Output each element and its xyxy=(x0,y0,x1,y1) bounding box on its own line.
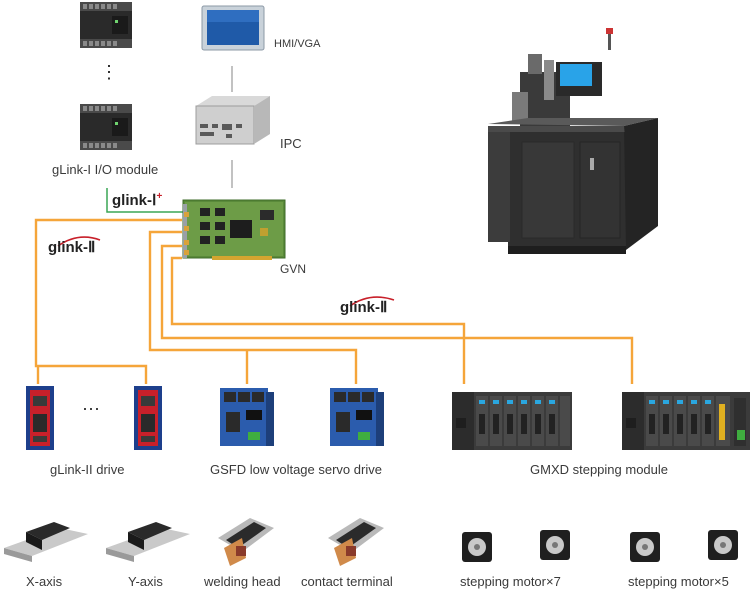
hmi-label: HMI/VGA xyxy=(274,38,321,50)
gvn-label: GVN xyxy=(280,262,307,276)
gmxd-module-1 xyxy=(452,392,572,450)
io-module-bottom xyxy=(80,104,132,150)
glink2-drive-2 xyxy=(134,386,162,450)
io-module-ellipsis: ⋮ xyxy=(100,62,118,82)
io-module-top xyxy=(80,2,132,48)
machine-equipment xyxy=(488,28,658,254)
gvn-card xyxy=(182,199,286,260)
stepper5-label: stepping motor×5 xyxy=(628,574,729,589)
contact-terminal-label: contact terminal xyxy=(301,574,393,589)
y-axis-label: Y-axis xyxy=(128,574,163,589)
glink2-logo-left: glink-Ⅱ xyxy=(48,238,95,256)
gmxd-label: GMXD stepping module xyxy=(530,462,669,477)
glink2-logo-left-numeral: Ⅱ xyxy=(88,239,96,256)
glink2-logo-mid: glink-Ⅱ xyxy=(340,298,387,316)
glink2-logo-left-text: glink- xyxy=(48,239,88,256)
stepper-motor-2 xyxy=(540,530,570,560)
stepper-motor-3 xyxy=(630,532,660,562)
welding-head-label: welding head xyxy=(204,574,281,589)
glink2-logo-mid-text: glink- xyxy=(340,299,380,316)
glink2-logo-mid-numeral: Ⅱ xyxy=(380,299,388,316)
x-axis-actuator xyxy=(4,522,88,562)
y-axis-actuator xyxy=(106,522,190,562)
ipc-box xyxy=(195,96,270,145)
glink2-logo-arc-mid xyxy=(349,296,395,307)
glink2-drive-label: gLink-II drive xyxy=(50,462,125,477)
glink2-drive-1 xyxy=(26,386,54,450)
glink2-logo-arc-left xyxy=(57,236,101,247)
glink2-bus-lines xyxy=(34,218,634,384)
gsfd-label: GSFD low voltage servo drive xyxy=(210,462,382,477)
contact-terminal-device xyxy=(328,518,384,566)
glink1-logo-text: glink- xyxy=(112,192,152,209)
glink1-bus-line xyxy=(106,188,185,213)
gsfd-drive-2 xyxy=(330,388,384,446)
gsfd-drive-1 xyxy=(220,388,274,446)
gmxd-module-2 xyxy=(622,392,750,450)
stepper7-label: stepping motor×7 xyxy=(460,574,561,589)
drive-ellipsis: ··· xyxy=(82,398,100,418)
glink1-logo: glink-Ⅰ+ xyxy=(112,191,163,209)
io-module-label: gLink-I I/O module xyxy=(52,162,159,177)
stepper-motor-1 xyxy=(462,532,492,562)
x-axis-label: X-axis xyxy=(26,574,63,589)
welding-head-device xyxy=(218,518,274,566)
glink1-logo-numeral: Ⅰ xyxy=(152,192,157,209)
stepper-motor-4 xyxy=(708,530,738,560)
ipc-label: IPC xyxy=(280,136,302,151)
hmi-monitor xyxy=(201,5,265,51)
